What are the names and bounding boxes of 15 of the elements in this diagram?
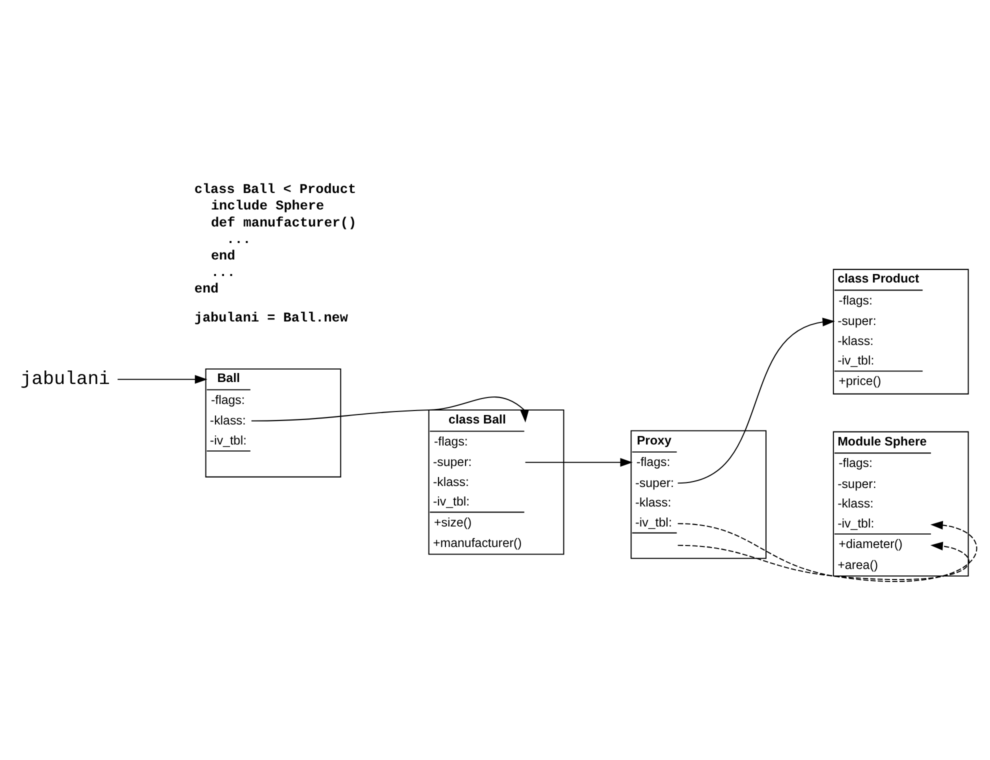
arrow [525, 458, 633, 467]
node-text: jabulani [20, 368, 110, 390]
arrow [118, 375, 208, 384]
arrow [678, 520, 977, 582]
label: end [210, 249, 236, 264]
label: def manufacturer() [210, 216, 356, 232]
label: ... [210, 266, 236, 282]
arrow [678, 542, 970, 580]
arrow [251, 396, 529, 422]
label: class Ball < Product [194, 183, 356, 198]
label: end [194, 282, 219, 298]
label: jabulani = Ball.new [194, 312, 348, 327]
label: ... [226, 232, 251, 248]
label: include Sphere [210, 200, 324, 215]
arrow [678, 318, 835, 484]
